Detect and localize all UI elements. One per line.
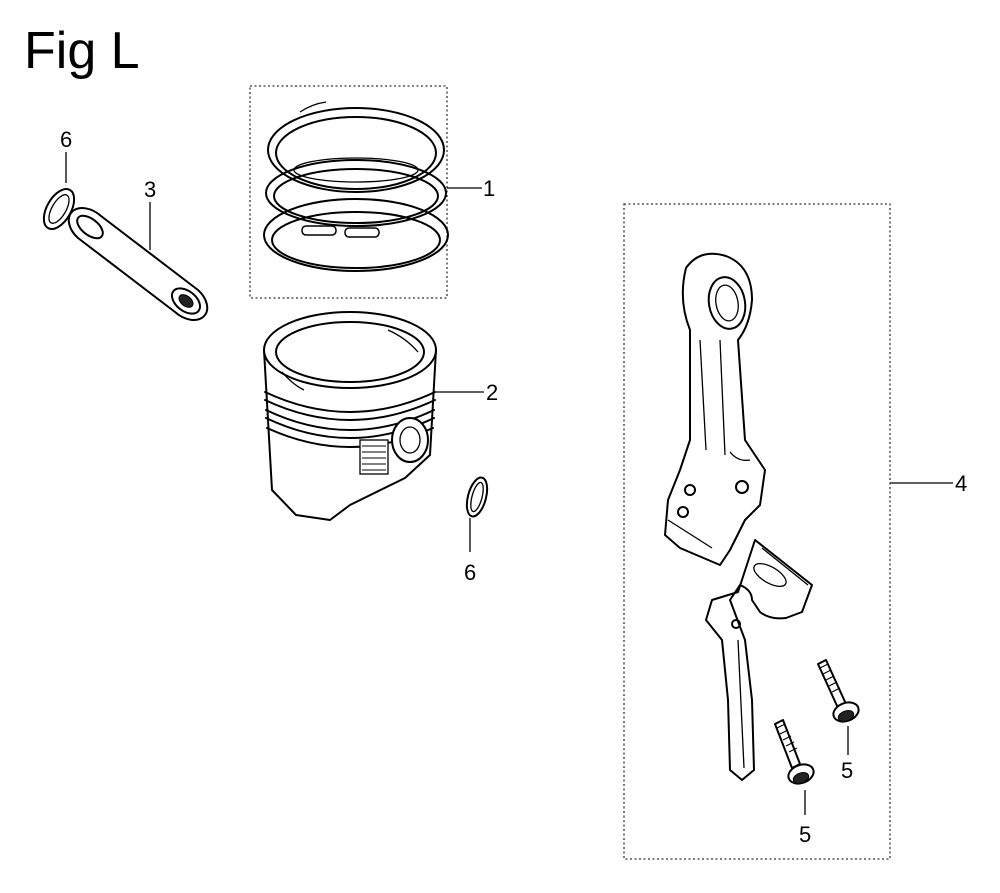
callout-bolt-upper: 5 — [841, 758, 853, 783]
piston — [263, 311, 484, 521]
callout-clip-right: 6 — [464, 560, 476, 585]
piston-ring-set — [249, 85, 482, 299]
bolt-upper — [817, 659, 860, 755]
connecting-rod-assembly — [623, 203, 953, 860]
clip-right — [465, 476, 489, 552]
bolt-lower — [774, 719, 815, 815]
callout-connecting-rod-assy: 4 — [955, 471, 967, 496]
figure-title: Fig L — [24, 22, 140, 80]
callout-clip-left: 6 — [60, 127, 72, 152]
callout-bolt-lower: 5 — [799, 822, 811, 847]
callout-ring-set: 1 — [483, 176, 495, 201]
callout-piston: 2 — [486, 380, 498, 405]
callout-piston-pin: 3 — [144, 177, 156, 202]
piston-pin — [67, 202, 209, 321]
